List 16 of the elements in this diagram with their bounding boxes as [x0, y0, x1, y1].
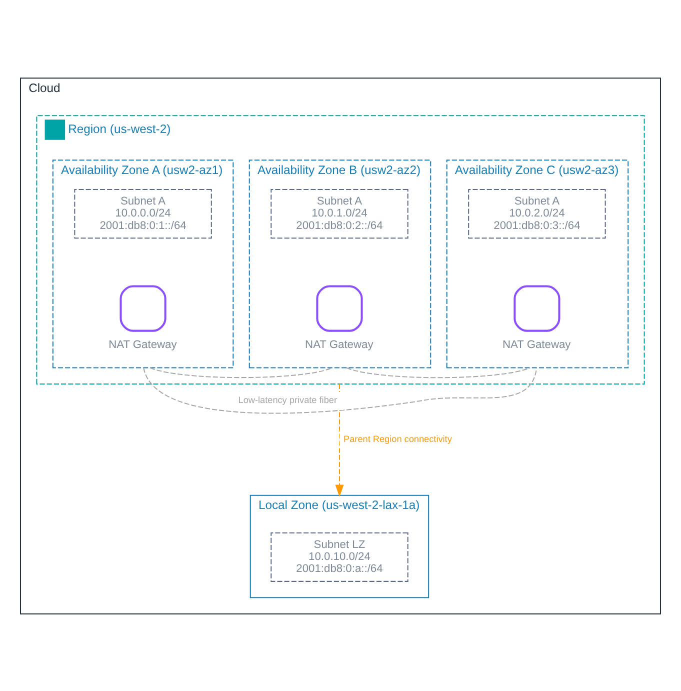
- connector: [143, 367, 538, 414]
- node-box: Subnet A 10.0.0.0/24 2001:db8:0:1::/64: [74, 188, 212, 238]
- connector: [346, 366, 530, 378]
- edge-label: Parent Region connectivity: [344, 433, 452, 444]
- node-box: Subnet A 10.0.1.0/24 2001:db8:0:2::/64: [270, 188, 408, 238]
- connector: [150, 366, 333, 378]
- node-box: [120, 284, 166, 332]
- edge-label: Low-latency private fiber: [238, 394, 338, 405]
- arrow: [335, 383, 344, 496]
- node-label: NAT Gateway: [502, 338, 571, 350]
- node-box: Subnet A 10.0.2.0/24 2001:db8:0:3::/64: [468, 188, 606, 238]
- node-box: [316, 284, 363, 332]
- node-box: [514, 284, 560, 332]
- node-label: NAT Gateway: [305, 338, 374, 350]
- node-box: Subnet LZ 10.0.10.0/24 2001:db8:0:a::/64: [270, 532, 408, 582]
- node-label: NAT Gateway: [108, 338, 177, 350]
